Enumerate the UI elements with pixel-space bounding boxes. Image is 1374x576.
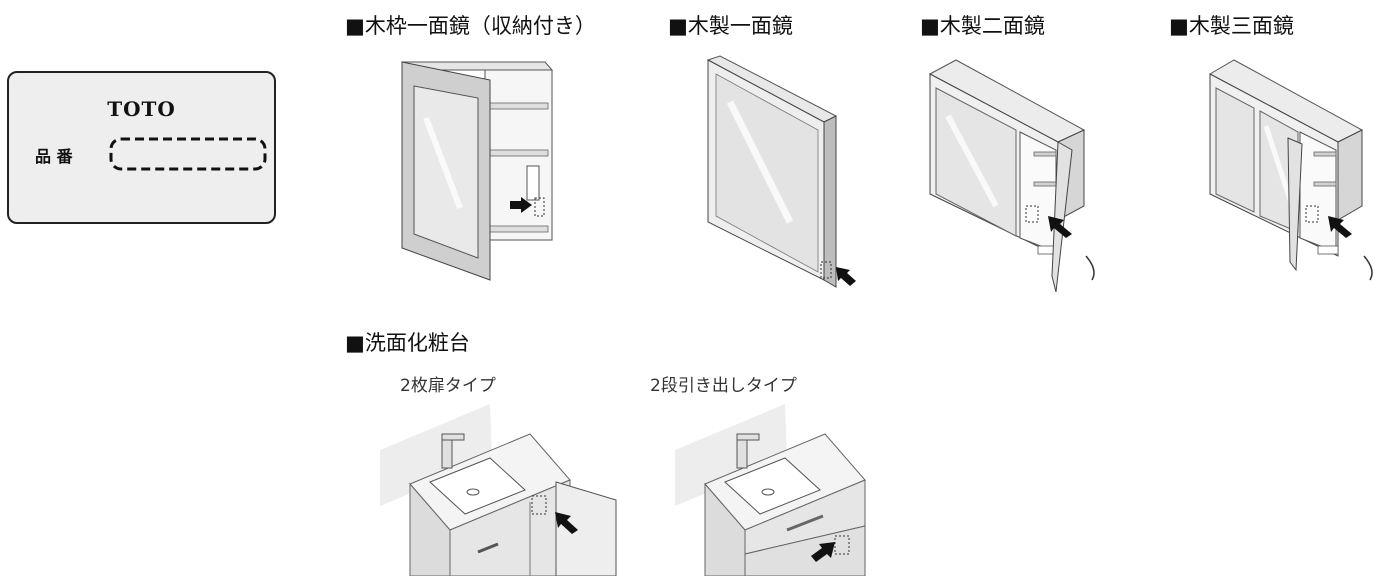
title-wood-single-mirror: ■木製一面鏡	[668, 14, 793, 38]
subtitle-two-door-type: 2枚扉タイプ	[400, 376, 496, 396]
part-number-label: 品 番	[35, 147, 73, 166]
wood-double-mirror-illustration	[928, 59, 1095, 293]
vanity-two-door-illustration	[380, 404, 617, 576]
brand-name: TOTO	[107, 97, 176, 121]
part-number-dashed-field	[109, 137, 267, 171]
title-wood-frame-single-mirror: ■木枠一面鏡（収納付き）	[345, 14, 596, 38]
product-label-card: TOTO 品 番	[7, 71, 276, 224]
title-wood-double-mirror: ■木製二面鏡	[920, 14, 1045, 38]
title-wood-triple-mirror: ■木製三面鏡	[1169, 14, 1294, 38]
wood-single-mirror-illustration	[706, 55, 856, 288]
subtitle-two-drawer-type: 2段引き出しタイプ	[650, 376, 797, 396]
wood-frame-mirror-illustration	[401, 61, 554, 281]
vanity-two-drawer-illustration	[675, 404, 866, 576]
wood-triple-mirror-illustration	[1208, 59, 1373, 281]
title-vanity: ■洗面化粧台	[345, 331, 470, 355]
